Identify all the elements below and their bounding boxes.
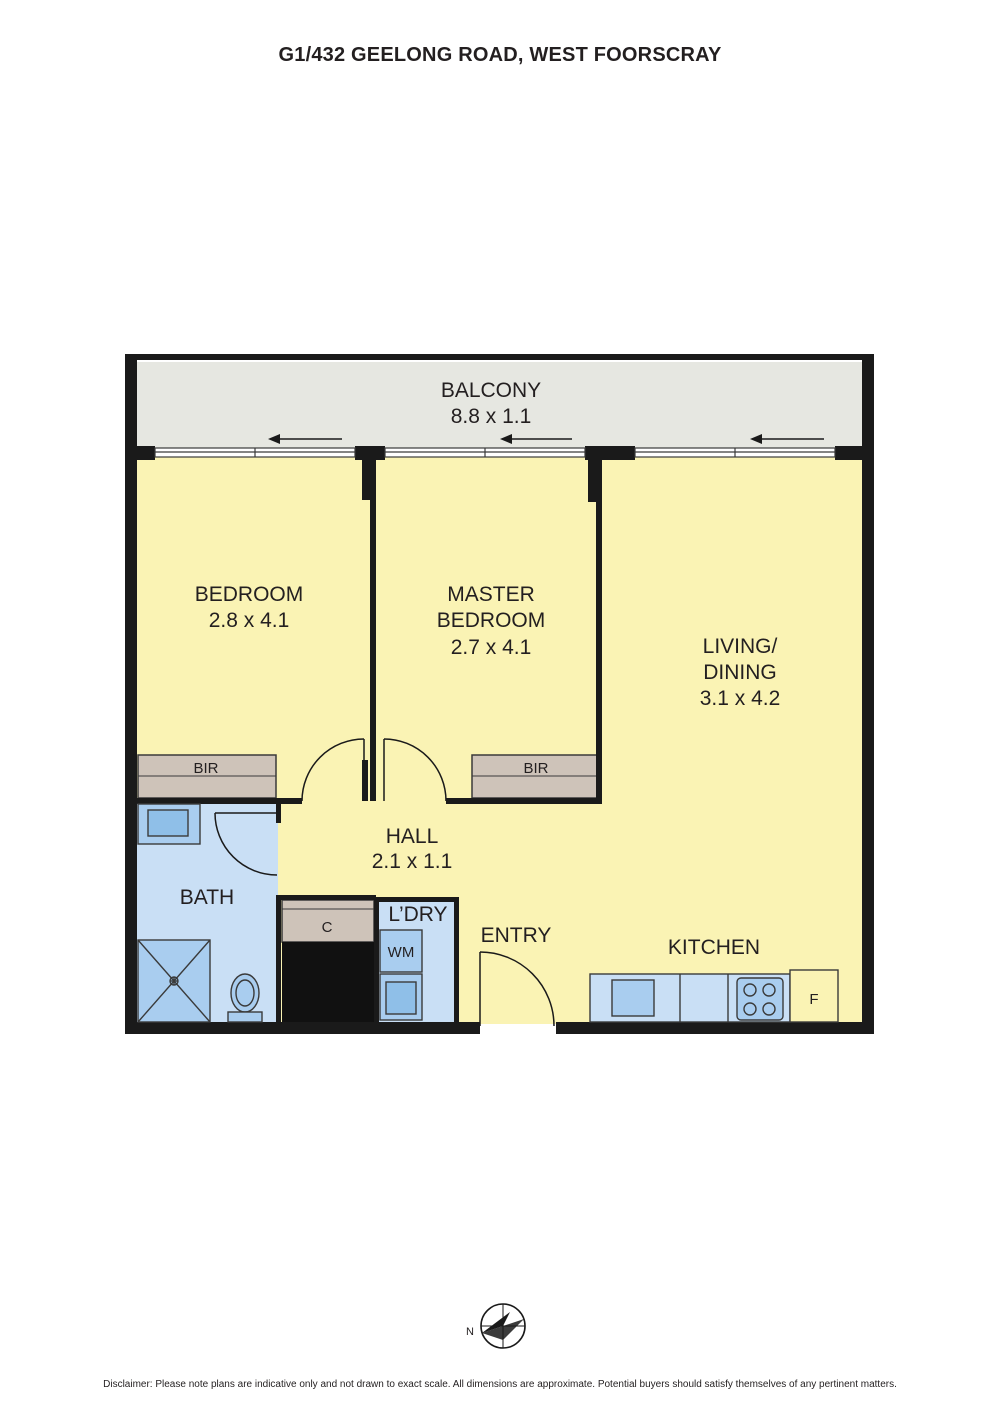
living-dining-area [600, 456, 863, 1024]
cupboard [281, 899, 375, 943]
master-bedroom-label-line2: BEDROOM [437, 609, 546, 632]
washing-machine-label: WM [388, 944, 415, 961]
compass-north-label: N [466, 1326, 474, 1338]
bir-left-label: BIR [193, 760, 218, 777]
master-bedroom-area [376, 456, 600, 801]
living-dining-label-line2: DINING [703, 661, 777, 684]
walls [125, 354, 874, 1034]
bedroom-area [136, 456, 370, 801]
hall-size: 2.1 x 1.1 [372, 850, 453, 873]
living-dining-size: 3.1 x 4.2 [700, 687, 781, 710]
balcony-size: 8.8 x 1.1 [451, 405, 532, 428]
bedroom-size: 2.8 x 4.1 [209, 609, 290, 632]
cupboard-label: C [322, 919, 333, 936]
kitchen-fixtures [589, 969, 839, 1023]
bir-right-label: BIR [523, 760, 548, 777]
living-dining-label-line1: LIVING/ [703, 635, 778, 658]
hall-label: HALL [386, 825, 439, 848]
bath-label: BATH [180, 886, 234, 909]
master-bedroom-size: 2.7 x 4.1 [451, 636, 532, 659]
sliding-doors [154, 447, 836, 458]
service-void [282, 942, 374, 1024]
laundry-label: L’DRY [388, 903, 447, 926]
fridge-label: F [809, 991, 818, 1008]
kitchen-label: KITCHEN [668, 936, 760, 959]
door-swings [214, 738, 555, 1027]
balcony-label: BALCONY [441, 379, 541, 402]
disclaimer: Disclaimer: Please note plans are indica… [103, 1379, 897, 1390]
laundry-fixtures [379, 929, 423, 1021]
balcony-area [136, 362, 863, 450]
compass [480, 1303, 526, 1349]
bath-fixtures [137, 803, 263, 1023]
slide-arrows [268, 434, 824, 444]
bedroom-label: BEDROOM [195, 583, 304, 606]
master-bedroom-label-line1: MASTER [447, 583, 535, 606]
entry-label: ENTRY [481, 924, 552, 947]
plan-title: G1/432 GEELONG ROAD, WEST FOORSCRAY [278, 44, 722, 66]
